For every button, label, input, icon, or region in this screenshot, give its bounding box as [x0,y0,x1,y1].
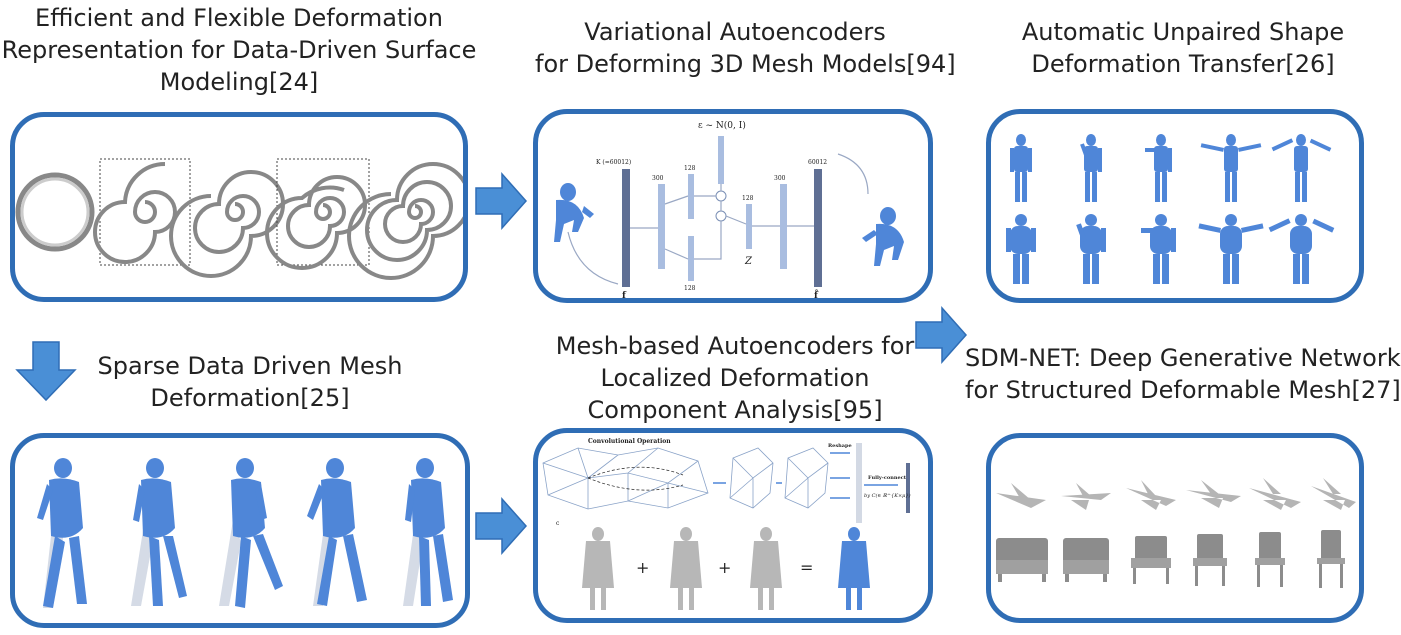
spiral-3 [169,170,285,278]
pipeline-arrows [713,452,898,499]
title-unpaired-transfer: Automatic Unpaired Shape Deformation Tra… [1021,18,1345,78]
spiral-4 [265,175,367,270]
slim-figures-row [1010,134,1332,202]
z-layer [746,204,752,249]
arrow-right-bottom [474,497,528,555]
title-sdm-net: SDM-NET: Deep Generative Network for Str… [965,344,1401,404]
label-128-enc-top: 128 [684,165,696,172]
label-z: Z [744,256,753,267]
panel-deformation-representation [10,112,468,302]
reshape-label: Reshape [828,443,852,449]
plus-2-label: + [718,558,731,577]
arrow-right-top [474,172,528,230]
label-300-dec: 300 [774,175,786,182]
spiral-5 [347,162,463,280]
label-f-out: f̂ [814,289,819,298]
chair-row [996,530,1345,588]
panel-sdm-net [986,433,1364,623]
spiral-1 [15,172,95,252]
plus-1-label: + [636,558,649,577]
spiral-2 [93,161,177,264]
dec-300 [780,184,787,269]
enc-128-bot [688,236,694,281]
multiply-node [715,190,727,202]
label-300-enc: 300 [652,175,664,182]
equals-label: = [800,558,813,577]
panel-unpaired-transfer [986,109,1364,303]
title-mesh-autoencoders: Mesh-based Autoencoders for Localized De… [555,332,915,424]
sdm-net-figure [996,478,1356,588]
panel-variational-autoencoders: ε ~ N(0, I) K (=60012) 300 128 128 128 3… [533,109,933,303]
right-arrow-icon [475,172,528,230]
title-sparse-data-driven: Sparse Data Driven Mesh Deformation[25] [97,352,403,412]
conv-label: Convolutional Operation [588,438,671,445]
spiral-2-frame [99,158,191,266]
label-128-z: 128 [742,195,754,202]
epsilon-label: ε ~ N(0, I) [698,120,746,131]
down-arrow-icon [15,341,77,402]
latent-bar [906,463,910,513]
by-c-label: by C(∈ ℝ^{K×μ}) [864,492,911,499]
spiral-4-frame [276,158,370,266]
fc-bar [856,443,862,523]
enc-300 [658,184,665,269]
title-variational-autoencoders: Variational Autoencoders for Deforming 3… [535,18,956,78]
arrow-down-left [15,340,77,402]
component-figures [582,527,782,610]
add-node [715,210,727,222]
panel-mesh-autoencoders: Convolutional Operation Reshape Fully-co… [533,428,933,623]
label-128-enc-bot: 128 [684,285,696,292]
spiral-figure [15,158,463,280]
input-mesh-figure [554,183,594,242]
arrow-right-middle [914,306,968,364]
enc-128-top [688,174,694,219]
output-layer [814,169,822,287]
vae-figure: ε ~ N(0, I) K (=60012) 300 128 128 128 3… [554,120,904,298]
fully-connect-label: Fully-connect [868,475,907,481]
label-f-in: f [622,291,627,298]
heavy-figures-row [1006,214,1335,284]
k-label: K (=60012) [596,159,631,166]
title-deformation-representation: Efficient and Flexible Deformation Repre… [1,4,477,96]
transfer-figure [1006,134,1335,284]
right-arrow-icon [915,306,968,364]
conv-dashed-arcs [587,466,684,491]
mesh-ae-figure: Convolutional Operation Reshape Fully-co… [542,438,911,610]
airplane-row [996,478,1356,510]
result-figure [838,527,870,610]
conv-mesh-grid [542,447,709,510]
c-label: c [556,520,560,527]
connection-lines [567,153,869,285]
right-arrow-icon [475,497,528,555]
walking-sequence [37,458,453,608]
label-60012: 60012 [808,159,827,166]
input-layer [622,169,630,287]
walking-figure [37,458,453,608]
mesh-blocks [729,447,829,509]
epsilon-layer [718,136,724,184]
output-mesh-figure [862,207,904,266]
panel-sparse-data-driven [10,433,470,628]
